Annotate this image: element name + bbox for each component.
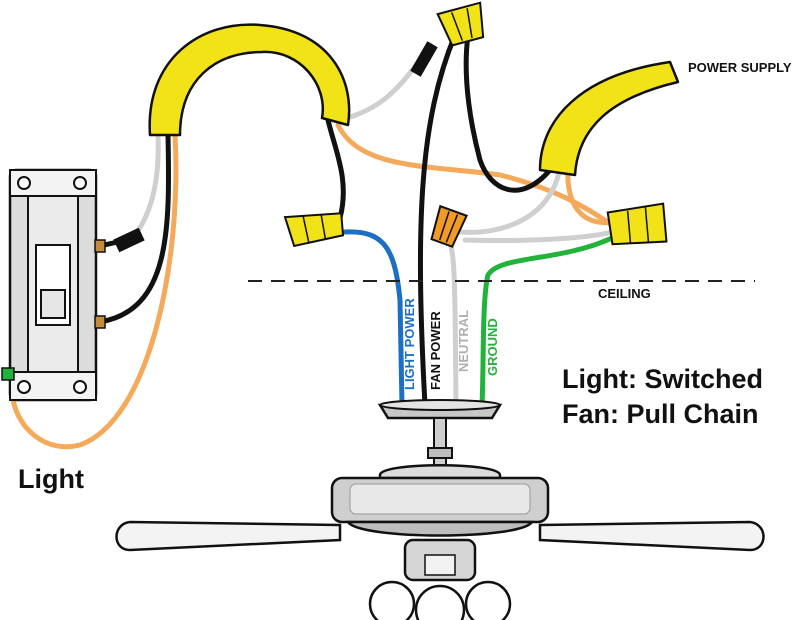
switch-mount-hole-bl [17, 380, 31, 394]
wire-nut-orange [430, 204, 468, 248]
switch-tape-marker [113, 227, 145, 253]
wire-nut-top [436, 1, 485, 47]
ceiling-fan [115, 399, 765, 620]
supply-ground-to-ground [565, 162, 615, 225]
neutral-pigtail [462, 229, 615, 244]
switch-mount-hole-tr [73, 176, 87, 190]
fan-blade-left [115, 520, 342, 552]
box-black-to-left-connector [325, 117, 346, 221]
box-tape-marker [410, 41, 438, 77]
light-power-label: LIGHT POWER [402, 298, 417, 390]
switch-cable-sheath [148, 23, 351, 137]
summary-line-1: Light: Switched [562, 364, 763, 394]
box-white-to-top-connector [337, 42, 433, 123]
switch-label: Light [18, 464, 84, 494]
wires-layer [9, 32, 615, 450]
neutral-label: NEUTRAL [456, 310, 471, 372]
fan-power-label: FAN POWER [428, 311, 443, 390]
switch-terminal-top [94, 239, 106, 253]
light-switch [1, 168, 106, 402]
power-supply-label: POWER SUPPLY [688, 60, 792, 75]
supply-cable-sheath [538, 60, 680, 177]
switch-ground-screw [1, 367, 15, 381]
fan-motor-top [378, 464, 502, 480]
cables-layer [113, 23, 680, 253]
switch-mount-hole-tl [17, 176, 31, 190]
neutral-wire [445, 235, 459, 408]
fan-downrod [433, 417, 447, 469]
light-power-wire [342, 229, 405, 408]
supply-black-to-top [463, 32, 553, 193]
switch-toggle [40, 289, 66, 319]
wire-nut-left [283, 212, 345, 248]
fan-bulb-left [368, 580, 416, 620]
fan-blade-right [538, 520, 765, 552]
supply-white-to-orange [457, 165, 563, 235]
switch-ground-wire [9, 132, 179, 450]
fan-bulb-right [464, 580, 512, 620]
fan-bulb-center [414, 584, 466, 620]
switch-terminal-bottom [94, 315, 106, 329]
fan-power-wire [417, 32, 458, 408]
switch-black-wire [97, 132, 172, 325]
switch-mount-hole-br [73, 380, 87, 394]
wire-nut-ground [606, 202, 668, 246]
ceiling-label: CEILING [598, 286, 651, 301]
switch-white-wire [132, 132, 161, 238]
fan-motor-bottom [345, 520, 535, 537]
ground-wire [479, 235, 615, 408]
ground-label: GROUND [485, 318, 500, 376]
box-ground-to-ground-connector [335, 122, 615, 228]
summary-line-2: Fan: Pull Chain [562, 399, 759, 429]
